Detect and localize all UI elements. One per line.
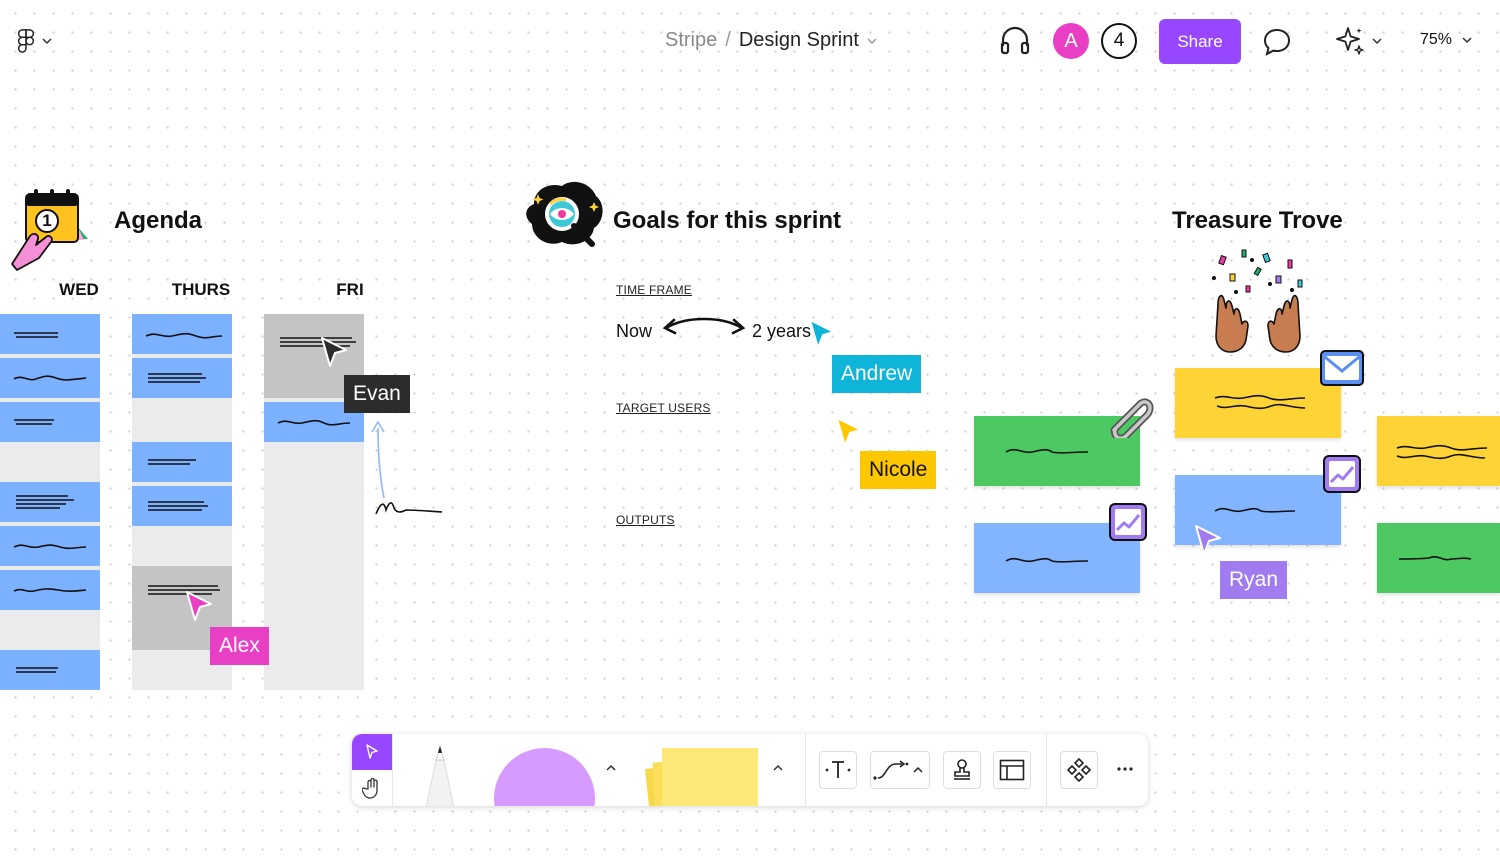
headphones-icon[interactable] <box>998 24 1032 58</box>
collaborator-count[interactable]: 4 <box>1101 23 1137 59</box>
time-frame-label[interactable]: TIME FRAME <box>616 283 692 297</box>
outputs-label[interactable]: OUTPUTS <box>616 513 675 527</box>
connector-tool-icon <box>873 760 923 780</box>
cursor-andrew-pointer <box>809 319 835 349</box>
chevron-down-icon <box>1372 38 1382 45</box>
agenda-column-wed <box>0 314 100 690</box>
chevron-down-icon <box>42 38 52 45</box>
connector-tool[interactable] <box>870 751 930 789</box>
envelope-icon[interactable] <box>1319 349 1365 387</box>
top-bar: Stripe / Design Sprint A 4 Share 75% <box>0 0 1500 82</box>
sparkle-ai-icon <box>1336 27 1364 55</box>
components-icon <box>1066 757 1092 783</box>
magnifier-eye-sticker[interactable] <box>524 180 608 254</box>
sticky-note-tool[interactable] <box>645 748 758 806</box>
text-tool[interactable] <box>819 751 857 789</box>
breadcrumb[interactable]: Stripe / Design Sprint <box>665 29 877 52</box>
file-name[interactable]: Design Sprint <box>738 29 859 51</box>
shape-tool[interactable] <box>494 748 595 806</box>
cursor-evan-pointer <box>321 337 347 367</box>
time-frame-now[interactable]: Now <box>616 321 653 341</box>
agenda-card[interactable] <box>132 314 232 354</box>
figma-logo-icon <box>17 29 35 53</box>
confetti-hands-sticker[interactable] <box>1206 246 1310 354</box>
agenda-card[interactable] <box>132 486 232 526</box>
sticky-note[interactable] <box>1377 416 1500 486</box>
goals-title[interactable]: Goals for this sprint <box>613 207 842 234</box>
avatar[interactable]: A <box>1053 23 1089 59</box>
bottom-toolbar <box>352 734 1148 806</box>
agenda-card[interactable] <box>0 570 100 610</box>
cursor-label-evan: Evan <box>344 375 410 413</box>
agenda-card[interactable] <box>0 402 100 442</box>
zoom-level: 75% <box>1420 31 1453 48</box>
agenda-card[interactable] <box>0 526 100 566</box>
move-tool-icon <box>366 744 378 759</box>
chart-emoji-icon[interactable] <box>1108 502 1148 542</box>
cursor-label-alex: Alex <box>210 627 269 665</box>
cursor-label-ryan: Ryan <box>1220 561 1288 599</box>
hand-tool[interactable] <box>352 770 392 806</box>
paperclip-icon[interactable] <box>1104 392 1154 438</box>
cursor-alex-pointer <box>186 591 212 621</box>
section-tool[interactable] <box>993 751 1031 789</box>
section-tool-icon <box>999 759 1025 781</box>
hand-drawn-arrow[interactable] <box>366 414 448 522</box>
sticky-note-tool-icon <box>662 748 758 806</box>
components-tool[interactable] <box>1060 751 1098 789</box>
chevron-down-icon[interactable] <box>867 37 877 45</box>
cursor-ryan-pointer <box>1195 525 1221 555</box>
day-label-wed: WED <box>59 280 99 299</box>
sticky-note[interactable] <box>1377 523 1500 593</box>
agenda-card[interactable] <box>0 482 100 522</box>
stamp-tool[interactable] <box>943 751 981 789</box>
day-label-fri: FRI <box>336 280 364 299</box>
more-icon[interactable] <box>1116 766 1134 772</box>
hand-tool-icon <box>362 777 378 799</box>
text-tool-icon <box>825 761 851 778</box>
main-menu-button[interactable] <box>16 28 64 54</box>
chevron-up-icon[interactable] <box>773 764 783 772</box>
cursor-label-andrew: Andrew <box>832 355 922 393</box>
pencil-tool-icon[interactable] <box>416 746 464 806</box>
sticky-note[interactable] <box>1175 368 1341 438</box>
agenda-card[interactable] <box>0 650 100 690</box>
cursor-label-nicole: Nicole <box>860 451 937 489</box>
zoom-menu[interactable]: 75% <box>1420 31 1472 49</box>
double-arrow[interactable] <box>660 314 748 338</box>
calendar-sticker[interactable] <box>6 186 94 272</box>
cursor-nicole-pointer <box>836 417 862 447</box>
target-users-label[interactable]: TARGET USERS <box>616 401 711 415</box>
move-tool[interactable] <box>352 734 392 770</box>
agenda-card[interactable] <box>132 442 232 482</box>
agenda-card[interactable] <box>0 358 100 398</box>
comment-icon[interactable] <box>1261 27 1293 57</box>
agenda-card[interactable] <box>132 358 232 398</box>
agenda-title[interactable]: Agenda <box>114 207 203 234</box>
chevron-up-icon[interactable] <box>606 764 616 772</box>
chevron-down-icon <box>1462 37 1472 44</box>
team-name[interactable]: Stripe <box>665 29 718 51</box>
calendar-day-number: 1 <box>42 211 52 230</box>
share-button[interactable]: Share <box>1159 19 1241 64</box>
day-label-thurs: THURS <box>171 280 231 299</box>
stamp-tool-icon <box>954 759 970 780</box>
time-frame-later[interactable]: 2 years <box>752 321 812 341</box>
ai-menu-button[interactable] <box>1334 25 1386 57</box>
breadcrumb-separator: / <box>725 29 731 51</box>
agenda-card[interactable] <box>0 314 100 354</box>
chart-emoji-icon[interactable] <box>1322 454 1362 494</box>
treasure-trove-title[interactable]: Treasure Trove <box>1172 207 1343 234</box>
